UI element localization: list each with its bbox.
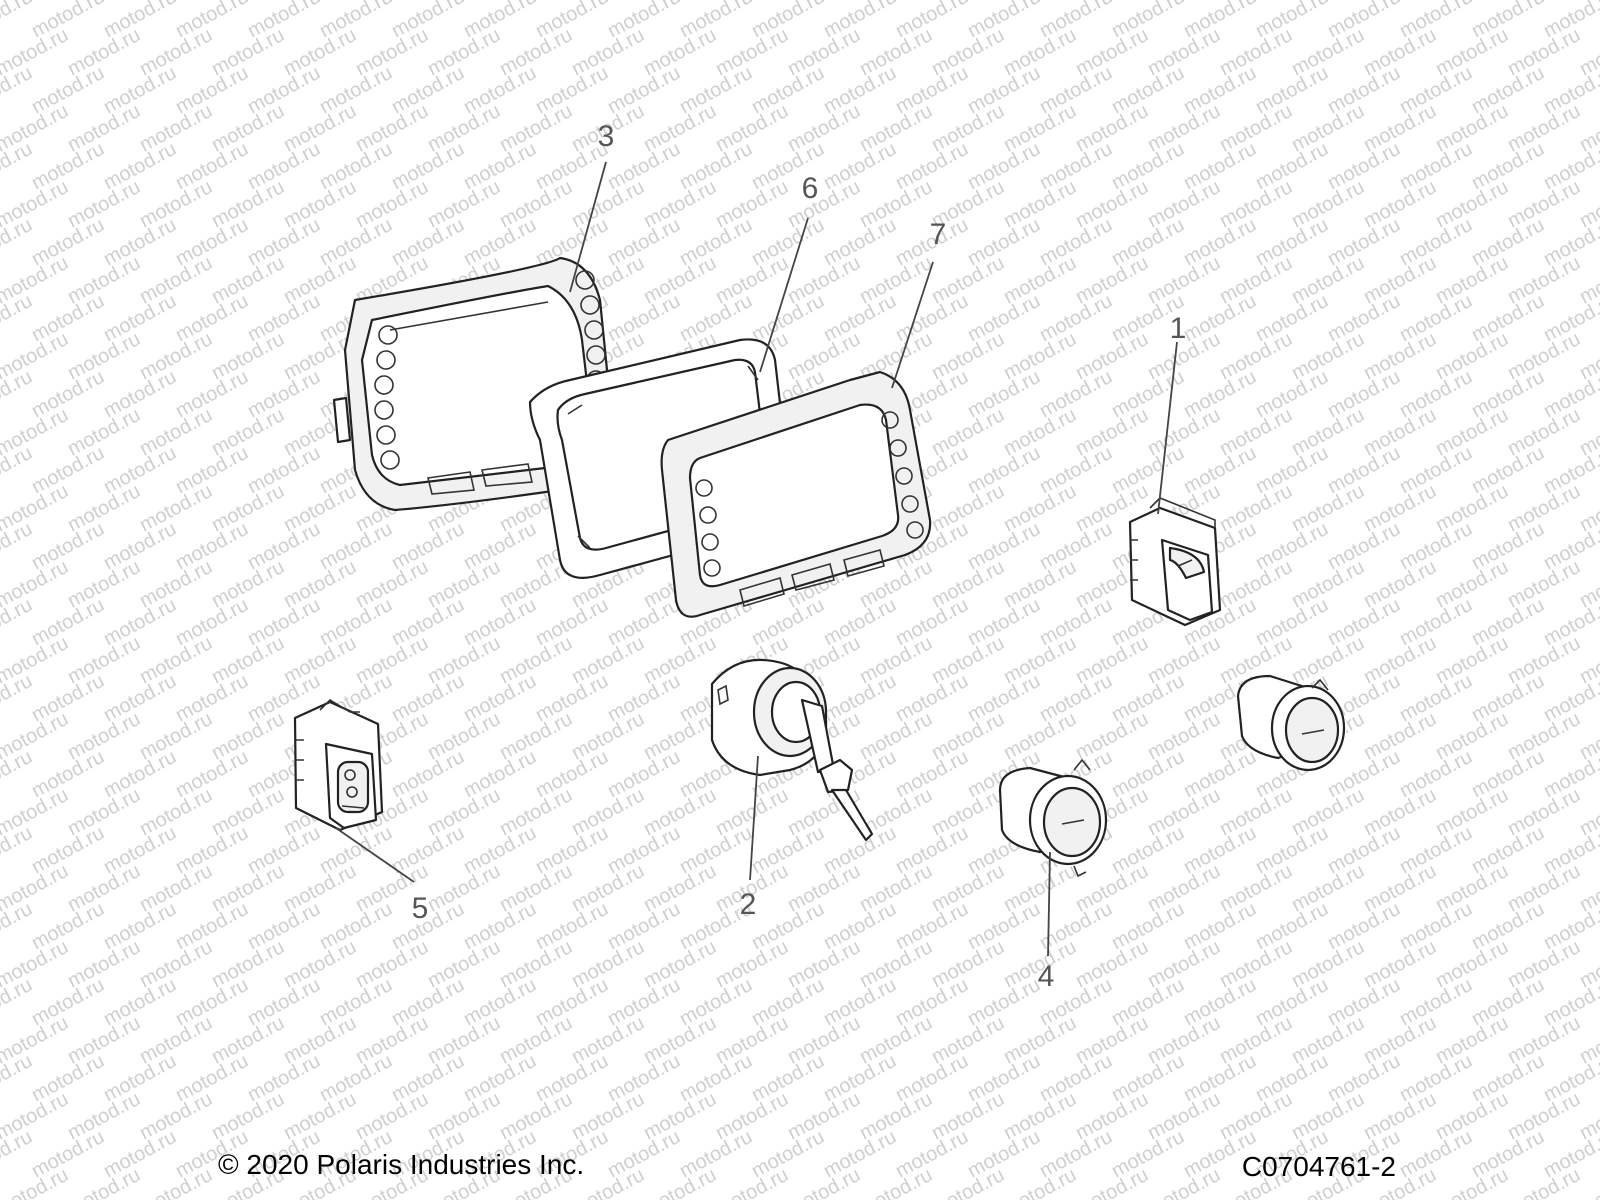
watermark-text: motod.ru [1576, 0, 1600, 4]
callout-4: 4 [1038, 960, 1055, 993]
copyright-text: © 2020 Polaris Industries Inc. [218, 1149, 584, 1180]
ignition-switch-part [710, 658, 874, 842]
callout-5: 5 [412, 892, 429, 925]
leader-1 [1157, 341, 1178, 515]
callout-2: 2 [740, 888, 757, 921]
power-outlet-2-part [1236, 674, 1346, 772]
rocker-switch-part [293, 698, 384, 832]
leader-7 [891, 261, 934, 389]
leader-lines [335, 161, 1178, 957]
horn-switch-part [1128, 497, 1222, 627]
leader-6 [759, 217, 809, 373]
leader-4 [1047, 851, 1051, 957]
leader-5 [335, 827, 415, 883]
power-outlet-part [998, 758, 1108, 878]
callout-7: 7 [930, 218, 947, 251]
callout-1: 1 [1170, 312, 1187, 345]
leader-3 [569, 161, 607, 293]
diagram-code: C0704761-2 [1242, 1151, 1396, 1182]
leader-2 [749, 755, 759, 881]
callout-3: 3 [598, 120, 615, 153]
display-bezel-part [660, 370, 932, 618]
callout-6: 6 [802, 172, 819, 205]
